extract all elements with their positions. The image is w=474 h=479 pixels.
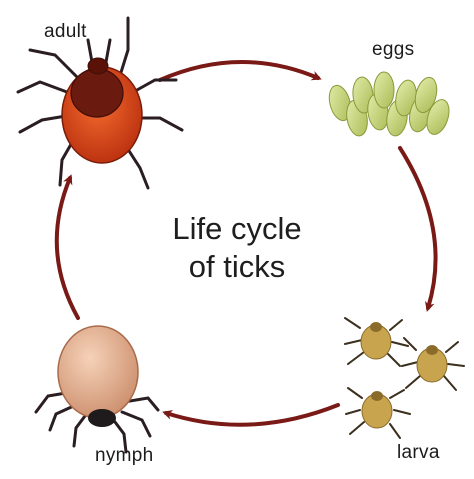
arrow-nymph-to-adult [54,174,80,320]
larva-1 [344,317,409,367]
title-line-1: Life cycle [172,211,302,246]
label-adult: adult [44,21,87,42]
arrow-adult-to-eggs [158,60,322,82]
label-larva: larva [397,442,440,463]
larva-3 [345,387,411,439]
nymph-tick [34,325,160,454]
label-eggs: eggs [372,39,415,60]
larva-group [344,317,465,439]
title-line-2: of ticks [188,249,286,284]
label-nymph: nymph [95,445,154,466]
diagram-title: Life cycle of ticks [117,210,357,286]
arrow-larva-to-nymph [162,403,340,427]
larva-2 [401,337,465,391]
eggs-cluster [328,71,450,137]
adult-tick [16,16,184,190]
cycle-arrows [54,60,438,427]
arrow-eggs-to-larva [398,146,438,312]
